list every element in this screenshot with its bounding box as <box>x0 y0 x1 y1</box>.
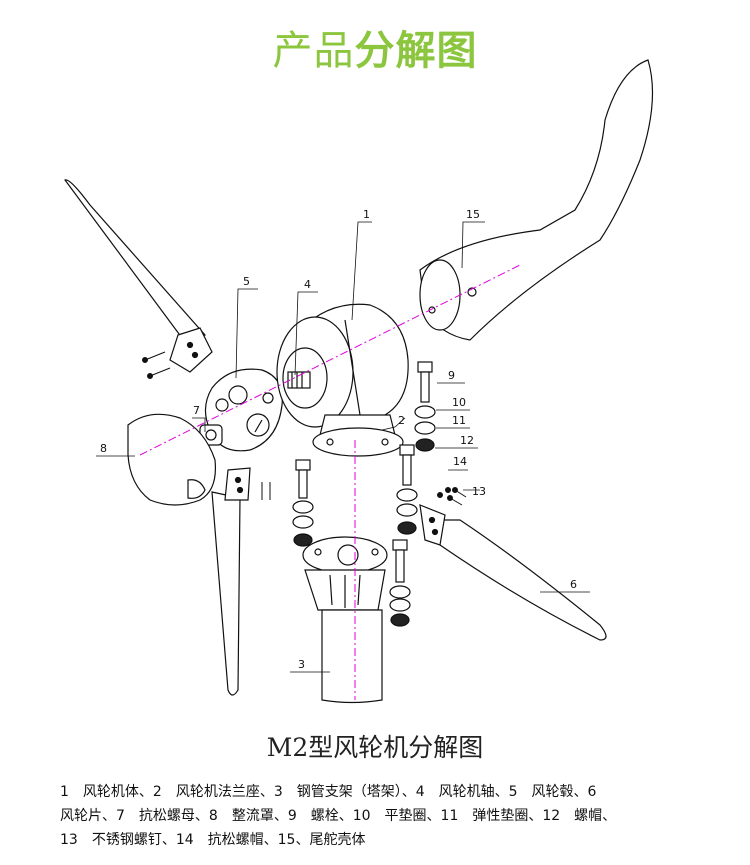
legend-line: 1 风轮机体、2 风轮机法兰座、3 钢管支架（塔架）、4 风轮机轴、5 风轮毂、… <box>60 784 597 800</box>
label-4: 4 <box>304 278 311 291</box>
blade-upper-left <box>64 179 207 343</box>
parts-legend: 1 风轮机体、2 风轮机法兰座、3 钢管支架（塔架）、4 风轮机轴、5 风轮毂、… <box>60 780 710 852</box>
page-title: 产品分解图 <box>0 18 750 76</box>
screws-right <box>437 487 467 506</box>
label-3: 3 <box>298 658 305 671</box>
label-11: 11 <box>452 414 466 427</box>
label-2: 2 <box>398 414 405 427</box>
label-6: 6 <box>570 578 577 591</box>
blade-right <box>429 519 607 641</box>
turbine-shaft <box>287 371 311 389</box>
label-12: 12 <box>460 434 474 447</box>
tower <box>302 536 388 704</box>
page-title-bold: 分解图 <box>354 28 478 74</box>
bolt-set-center <box>292 459 314 547</box>
legend-line: 风轮片、7 抗松螺母、8 整流罩、9 螺栓、10 平垫圈、11 弹性垫圈、12 … <box>60 808 617 824</box>
flange-base <box>312 414 404 457</box>
blade-right-root <box>419 504 446 546</box>
label-14: 14 <box>453 455 467 468</box>
bolt-set-right <box>414 361 436 452</box>
label-1: 1 <box>363 208 370 221</box>
exploded-diagram: 1 2 3 4 5 6 7 8 9 10 11 12 13 14 15 <box>64 59 654 704</box>
part-labels: 1 2 3 4 5 6 7 8 9 10 11 12 13 14 15 <box>100 208 577 671</box>
diagram-caption: M2型风轮机分解图 <box>266 733 484 762</box>
hub <box>204 368 283 452</box>
label-7: 7 <box>193 404 200 417</box>
turbine-body <box>276 303 409 428</box>
blade-lower-left <box>211 491 241 696</box>
label-5: 5 <box>243 275 250 288</box>
legend-line: 13 不锈钢螺钉、14 抗松螺帽、15、尾舵壳体 <box>60 832 366 848</box>
bolt-set-middle <box>396 444 418 535</box>
label-13: 13 <box>472 485 486 498</box>
assembly-axis-lines <box>139 264 521 700</box>
screws-left <box>142 351 171 379</box>
blade-upper-left-root <box>169 327 213 373</box>
blade-lower-left-root <box>224 467 251 501</box>
leader-lines <box>96 221 590 673</box>
label-15: 15 <box>466 208 480 221</box>
screws-lower-left <box>261 482 271 500</box>
bolt-set-lower <box>389 539 411 627</box>
page-title-light: 产品 <box>272 28 355 74</box>
label-10: 10 <box>452 396 466 409</box>
label-9: 9 <box>448 369 455 382</box>
tail-shell <box>419 59 654 341</box>
label-8: 8 <box>100 442 107 455</box>
